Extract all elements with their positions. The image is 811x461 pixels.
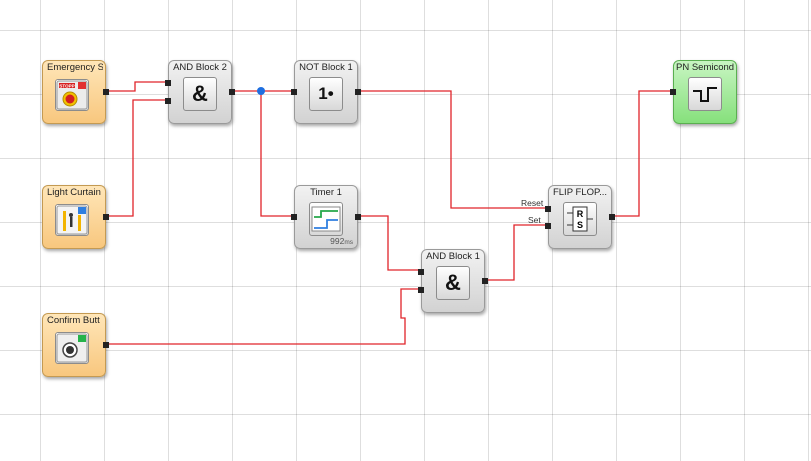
confirm-button-block[interactable]: Confirm Butt: [42, 313, 109, 377]
and-block-1-label: AND Block 1: [426, 251, 480, 262]
not-gate-icon: 1•: [309, 77, 343, 111]
confirm-button-label: Confirm Butt: [47, 315, 100, 326]
timer-1-output-pin[interactable]: [355, 214, 361, 220]
not-block-1[interactable]: NOT Block 1 1•: [291, 60, 361, 124]
wire-junction-dot: [257, 87, 265, 95]
wire-flipflop-to-pn[interactable]: [611, 90, 673, 217]
and-block-1-input-pin-1[interactable]: [418, 269, 424, 275]
and-block-2-input-pin-1[interactable]: [165, 80, 171, 86]
wire-timer1-to-and1[interactable]: [357, 215, 421, 271]
not-block-1-label: NOT Block 1: [299, 62, 353, 73]
wire-and2-to-timer1[interactable]: [260, 91, 294, 217]
emergency-stop-output-pin[interactable]: [103, 89, 109, 95]
light-curtain-label: Light Curtain: [47, 187, 101, 198]
svg-text:R: R: [577, 209, 584, 219]
rs-flip-flop-icon: R S: [563, 202, 597, 236]
flip-flop-set-pin[interactable]: [545, 223, 551, 229]
confirm-button-output-pin[interactable]: [103, 342, 109, 348]
not-block-1-output-pin[interactable]: [355, 89, 361, 95]
flip-flop-set-label: Set: [528, 215, 541, 225]
wire-emergency-to-and2[interactable]: [106, 81, 168, 92]
light-curtain-block[interactable]: Light Curtain: [42, 185, 109, 249]
pulse-output-icon: [688, 77, 722, 111]
flip-flop-block[interactable]: FLIP FLOP... R S: [545, 185, 615, 249]
wire-and1-to-flipflop-set[interactable]: [484, 224, 548, 281]
and-block-1[interactable]: AND Block 1 &: [418, 249, 488, 313]
svg-text:S: S: [577, 220, 583, 230]
timer-graph-icon: [309, 202, 343, 236]
and-block-2-label: AND Block 2: [173, 62, 227, 73]
stopp-badge-text: STOPP: [59, 83, 74, 88]
flip-flop-reset-pin[interactable]: [545, 206, 551, 212]
and-block-2-input-pin-2[interactable]: [165, 98, 171, 104]
and-block-2[interactable]: AND Block 2 &: [165, 60, 235, 124]
not-block-1-input-pin[interactable]: [291, 89, 297, 95]
timer-1-input-pin[interactable]: [291, 214, 297, 220]
wire-confirm-to-and1[interactable]: [106, 288, 421, 345]
flip-flop-label: FLIP FLOP...: [552, 187, 608, 198]
light-curtain-output-pin[interactable]: [103, 214, 109, 220]
and-block-2-output-pin[interactable]: [229, 89, 235, 95]
emergency-stop-icon: STOPP: [55, 79, 89, 111]
timer-1-value: 992ms: [330, 236, 353, 246]
flip-flop-output-pin[interactable]: [609, 214, 615, 220]
and-block-1-input-pin-2[interactable]: [418, 287, 424, 293]
and-gate-icon: &: [436, 266, 470, 300]
confirm-button-icon: [55, 332, 89, 364]
pn-semiconductor-block[interactable]: PN Semicond: [670, 60, 737, 124]
pn-semiconductor-input-pin[interactable]: [670, 89, 676, 95]
wire-lightcurtain-to-and2[interactable]: [106, 99, 168, 217]
timer-1-block[interactable]: Timer 1 992ms: [291, 185, 361, 249]
light-curtain-icon: [55, 204, 89, 236]
timer-1-label: Timer 1: [310, 187, 342, 198]
and-gate-icon: &: [183, 77, 217, 111]
flip-flop-reset-label: Reset: [521, 198, 544, 208]
and-block-1-output-pin[interactable]: [482, 278, 488, 284]
pn-semiconductor-label: PN Semicond: [676, 62, 734, 73]
emergency-stop-label: Emergency S: [47, 62, 103, 73]
wire-not1-to-flipflop-reset[interactable]: [357, 90, 548, 209]
emergency-stop-block[interactable]: Emergency S STOPP: [42, 60, 109, 124]
